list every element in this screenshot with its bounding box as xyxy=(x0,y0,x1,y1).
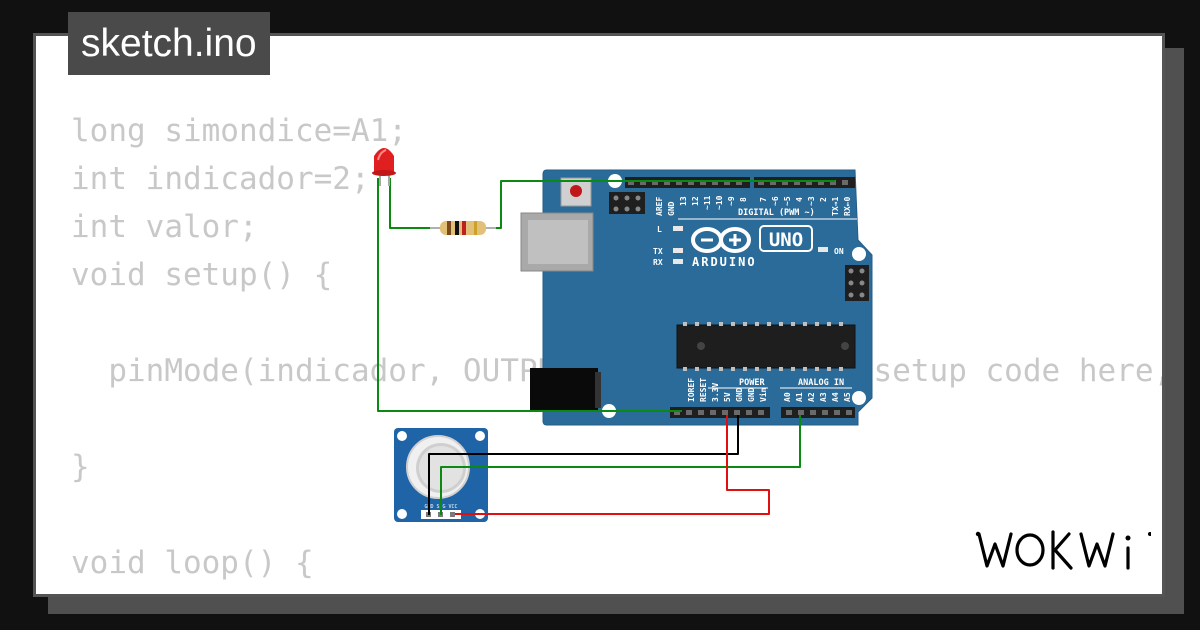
pin-label: 2 xyxy=(819,197,828,202)
pin-label: ~6 xyxy=(771,196,780,206)
pin-label: 13 xyxy=(679,196,688,206)
wokwi-logo-text: WOKWI xyxy=(975,574,979,576)
arduino-logo-icon xyxy=(691,227,751,253)
led-l-label: L xyxy=(657,225,662,234)
wire-signal-a1[interactable] xyxy=(440,415,801,515)
code-line: void loop() { xyxy=(71,545,314,581)
analog-pin-label: A4 xyxy=(831,392,840,402)
code-line: valor = analogRead(simondice); // put yo… xyxy=(71,587,1162,594)
pin-label: ~3 xyxy=(807,196,816,206)
pin-label: RX←0 xyxy=(843,197,852,216)
on-led-label: ON xyxy=(834,247,844,256)
pin-label: 8 xyxy=(739,197,748,202)
pin-label: 4 xyxy=(795,197,804,202)
code-line: int indicador=2; xyxy=(71,161,370,197)
code-line: long simondice=A1; xyxy=(71,113,407,149)
wire-led-gnd[interactable] xyxy=(377,178,682,412)
power-pin-label: RESET xyxy=(699,378,708,402)
wire-gnd[interactable] xyxy=(428,415,739,515)
code-line: void setup() { xyxy=(71,257,333,293)
power-pin-label: IOREF xyxy=(687,378,696,402)
power-pin-label: 3.3V xyxy=(711,383,720,402)
arduino-uno-board[interactable]: AREF GND 13 12 ~11 ~10 ~9 8 7 ~6 ~5 4 ~3… xyxy=(520,169,873,426)
code-line: int valor; xyxy=(71,209,258,245)
pin-label: ~9 xyxy=(727,196,736,206)
wire-led-resistor[interactable] xyxy=(389,178,440,229)
wokwi-logo: WOKWI xyxy=(975,530,1151,576)
aref-label: AREF xyxy=(655,197,664,216)
digital-label: DIGITAL (PWM ~) xyxy=(738,208,815,218)
analog-pin-label: A1 xyxy=(795,392,804,402)
board-model: UNO xyxy=(769,229,803,251)
analog-pin-label: A5 xyxy=(843,392,852,402)
board-brand: ARDUINO xyxy=(692,255,757,269)
analog-pin-label: A3 xyxy=(819,392,828,402)
code-line: } xyxy=(71,449,90,485)
file-title: sketch.ino xyxy=(68,12,270,75)
led-rx-label: RX xyxy=(653,258,663,267)
pin-label: ~10 xyxy=(715,195,724,210)
pin-label: 12 xyxy=(691,196,700,206)
pin-label: ~5 xyxy=(783,196,792,206)
red-led[interactable] xyxy=(372,148,396,186)
power-label: POWER xyxy=(739,378,765,388)
led-tx-label: TX xyxy=(653,247,663,256)
analog-label: ANALOG IN xyxy=(798,378,844,388)
pin-label: TX→1 xyxy=(831,197,840,216)
power-pin-label: GND xyxy=(735,387,744,402)
analog-pin-label: A0 xyxy=(783,392,792,402)
resistor[interactable] xyxy=(430,221,496,235)
pin-label: 7 xyxy=(759,197,768,202)
power-pin-label: Vin xyxy=(758,387,768,402)
gnd-label: GND xyxy=(667,201,676,216)
wire-vcc-5v[interactable] xyxy=(455,415,770,515)
power-pin-label: GND xyxy=(747,387,756,402)
power-pin-label: 5V xyxy=(723,392,732,402)
pin-label: ~11 xyxy=(703,195,712,210)
analog-pin-label: A2 xyxy=(807,392,816,402)
